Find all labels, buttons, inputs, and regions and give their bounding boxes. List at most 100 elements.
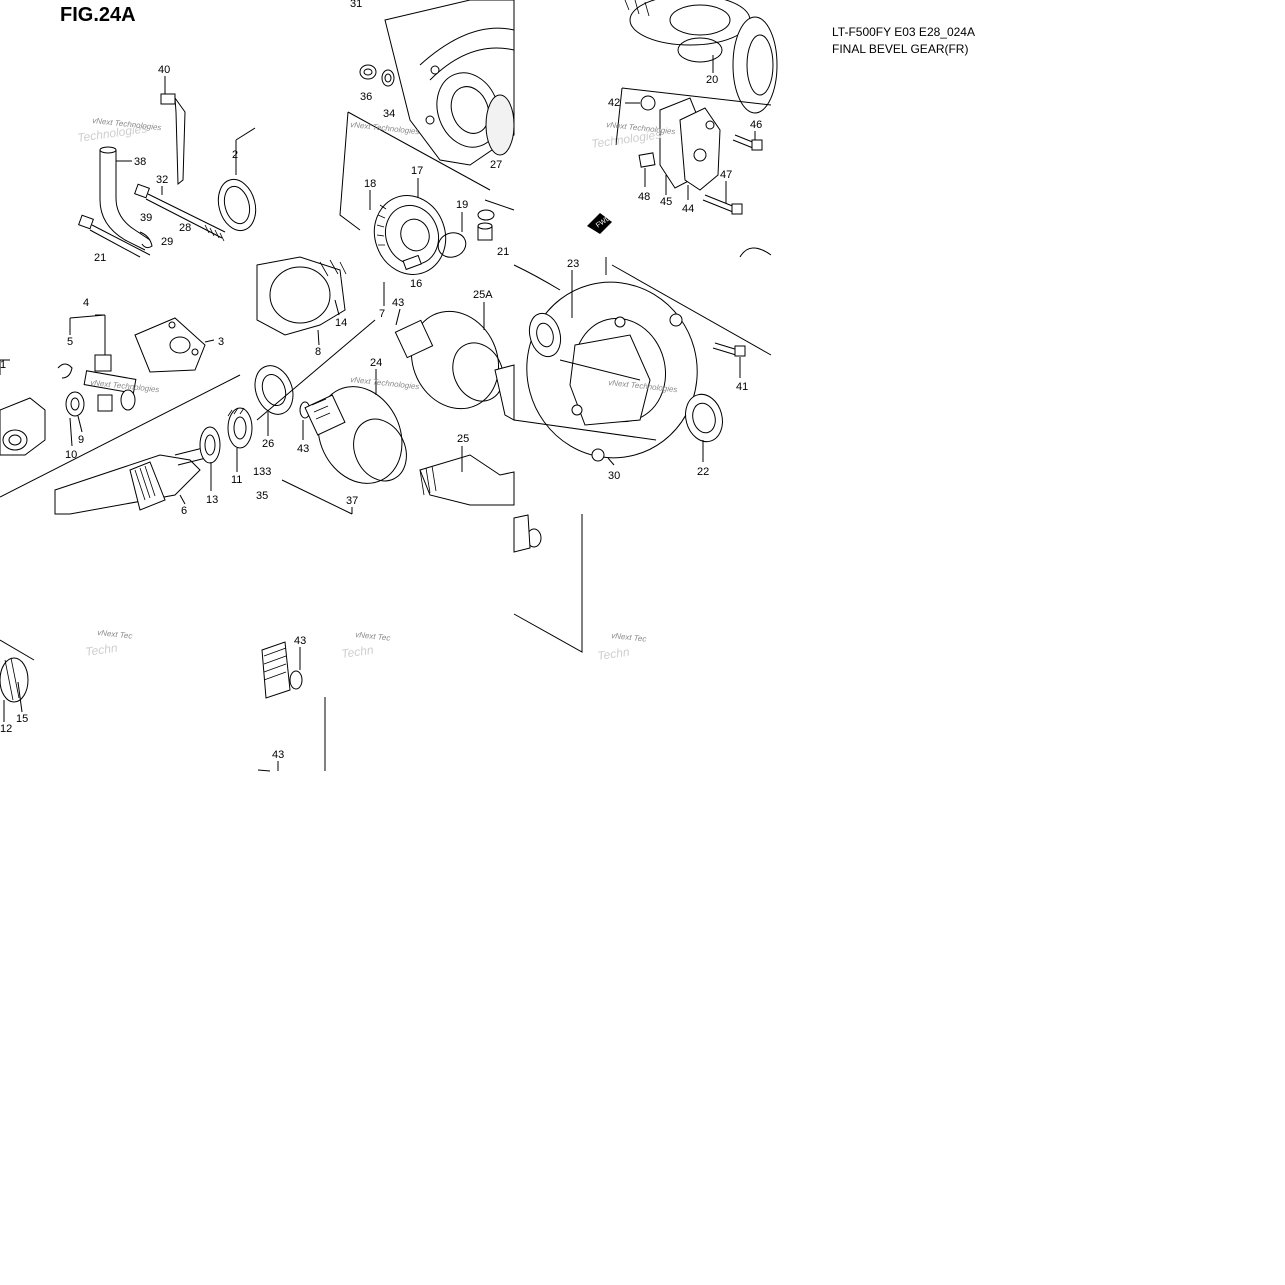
callout-26: 26: [262, 438, 274, 450]
callout-10: 10: [65, 449, 77, 461]
callout-25: 25: [457, 433, 469, 445]
callout-36: 36: [360, 91, 372, 103]
part-25A-cv-joint: [394, 310, 515, 421]
part-44-cover: [679, 107, 721, 191]
part-housing: [384, 0, 515, 166]
tile-upper-right: FWD: [587, 0, 778, 258]
callout-11: 11: [231, 474, 242, 486]
tile-upper-middle: [339, 0, 515, 275]
part-39-clip: [139, 231, 153, 249]
part-41-bolt: [712, 342, 746, 357]
part-15-bearing: [0, 639, 35, 703]
part-26-seal: [254, 365, 294, 415]
figure-title: FIG.24A: [60, 4, 136, 26]
callout-4: 4: [83, 297, 89, 309]
callout-27: 27: [490, 159, 502, 171]
part-36-nut: [359, 64, 377, 80]
callout-38: 38: [134, 156, 146, 168]
callout-9: 9: [78, 434, 84, 446]
callout-32: 32: [156, 174, 168, 186]
callout-21: 21: [497, 246, 509, 258]
callout-5: 5: [67, 336, 73, 348]
watermark-8: vNext Tec: [355, 630, 391, 643]
callout-labels: 31 40 36 34 27 20 42 46 38 2 32 18 17 19…: [0, 0, 762, 761]
callout-34: 34: [383, 108, 395, 120]
callout-28: 28: [179, 222, 191, 234]
model-code: LT-F500FY E03 E28_024A: [832, 25, 975, 39]
watermark-9: vNext Tec: [611, 631, 647, 644]
tile-upper-left: [78, 80, 257, 258]
fwd-arrow: FWD: [587, 213, 612, 234]
callout-13: 13: [206, 494, 218, 506]
callout-16: 16: [410, 278, 422, 290]
callout-18: 18: [364, 178, 376, 190]
part-1-yoke: [0, 397, 46, 456]
callout-43-c: 43: [294, 635, 306, 647]
callout-1: 1: [0, 359, 6, 371]
part-22-seal: [685, 393, 723, 443]
callout-24: 24: [370, 357, 382, 369]
callout-37: 37: [346, 495, 358, 507]
callout-15: 15: [16, 713, 28, 725]
part-47-bolt: [702, 194, 743, 215]
callout-43-d: 43: [272, 749, 284, 761]
tile-lower-left: [0, 639, 35, 703]
callout-47: 47: [720, 169, 732, 181]
tile-lower-middle: [257, 514, 583, 772]
callout-30: 30: [608, 470, 620, 482]
part-6-pinion-shaft: [54, 444, 219, 515]
callout-2: 2: [232, 149, 238, 161]
callout-35: 35: [256, 490, 268, 502]
part-48-dowel: [638, 152, 656, 168]
callout-12: 12: [0, 723, 12, 735]
callout-7: 7: [379, 308, 385, 320]
leader-lines: [3, 55, 756, 771]
part-25-shaft: [419, 454, 515, 506]
callout-22: 22: [697, 466, 709, 478]
callout-46: 46: [750, 119, 762, 131]
callout-41: 41: [736, 381, 748, 393]
callout-17: 17: [411, 165, 423, 177]
part-9-bearing: [65, 391, 85, 417]
callout-43-b: 43: [297, 443, 309, 455]
part-30-housing: [526, 281, 698, 462]
watermark-bg-9: Techn: [596, 645, 630, 663]
part-42-nut: [640, 95, 656, 111]
callout-133: 133: [253, 466, 271, 478]
callout-31: 21: [94, 252, 106, 264]
part-21-plug: [477, 209, 495, 241]
tile-middle-left: [0, 314, 253, 515]
part-24-cv-joint: [304, 386, 407, 484]
callout-8: 8: [315, 346, 321, 358]
part-3-yoke: [134, 317, 206, 373]
callout-43-a: 43: [392, 297, 404, 309]
part-43-ring-lower: [261, 641, 303, 699]
part-40-bracket: [160, 80, 186, 186]
part-32-bolt: [134, 183, 226, 242]
part-16-bolt: [402, 254, 422, 271]
callout-44: 44: [682, 203, 694, 215]
callout-19: 19: [456, 199, 468, 211]
part-19-ring: [437, 232, 467, 258]
part-17-ring-gear: [373, 195, 447, 275]
callout-40: 40: [158, 64, 170, 76]
part-14-housing: [256, 256, 347, 336]
callout-25A: 25A: [473, 289, 493, 301]
section-name: FINAL BEVEL GEAR(FR): [832, 42, 969, 56]
callout-48: 48: [638, 191, 650, 203]
part-4-cross: [83, 354, 137, 412]
part-13-bearing: [199, 426, 221, 464]
part-46-bolt: [732, 134, 763, 151]
part-11-bearing: [227, 407, 253, 449]
part-31-bolt: [78, 214, 151, 258]
part-5-clip: [57, 363, 73, 379]
tile-center: [254, 254, 515, 515]
watermark-bg-7: Techn: [84, 641, 118, 659]
callout-39: 39: [140, 212, 152, 224]
watermark-bg-8: Techn: [340, 643, 374, 661]
part-34-washer: [381, 69, 395, 87]
callout-6: 6: [181, 505, 187, 517]
callout-23: 23: [567, 258, 579, 270]
callout-29: 29: [161, 236, 173, 248]
